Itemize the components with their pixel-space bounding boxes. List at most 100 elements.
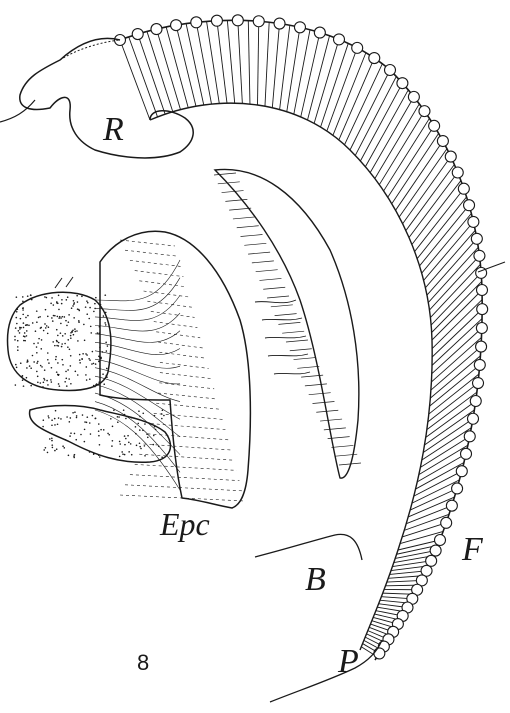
retina-rod xyxy=(427,392,477,430)
middle-striation xyxy=(316,410,338,412)
stipple-dot xyxy=(14,336,16,338)
stipple-dot xyxy=(146,433,148,435)
retina-bead xyxy=(408,91,419,102)
stipple-dot xyxy=(78,320,80,322)
stipple-dot xyxy=(144,423,146,425)
stipple-dot xyxy=(15,384,17,386)
stipple-dot xyxy=(102,373,104,375)
stipple-dot xyxy=(47,352,49,354)
stipple-dot xyxy=(94,303,96,305)
stipple-dot xyxy=(30,294,32,296)
stipple-dot xyxy=(103,383,105,385)
stipple-dot xyxy=(142,412,144,414)
stipple-dot xyxy=(142,429,144,431)
retina-bead xyxy=(294,22,305,33)
middle-striation xyxy=(267,296,289,298)
stipple-dot xyxy=(75,371,77,373)
stipple-dot xyxy=(102,351,104,353)
epc-fibre xyxy=(95,393,180,455)
stipple-dot xyxy=(70,383,72,385)
retina-bead xyxy=(477,304,488,315)
stipple-dot xyxy=(110,418,112,420)
stipple-dot xyxy=(72,330,74,332)
stipple-dot xyxy=(65,378,67,380)
retina-bead xyxy=(435,535,446,546)
stipple-dot xyxy=(92,415,94,417)
stipple-dot xyxy=(62,364,64,366)
retina-bead xyxy=(333,34,344,45)
middle-striation xyxy=(222,191,244,193)
stipple-dot xyxy=(57,362,59,364)
epc-striation xyxy=(160,362,209,368)
stipple-dot xyxy=(90,326,92,328)
stipple-dot xyxy=(88,318,90,320)
stipple-dot xyxy=(155,429,157,431)
stipple-dot xyxy=(47,452,49,454)
retina-bead xyxy=(470,395,481,406)
stipple-dot xyxy=(147,437,149,439)
stipple-dot xyxy=(43,419,45,421)
stipple-dot xyxy=(105,342,107,344)
stipple-dot xyxy=(70,417,72,419)
epc-fibre xyxy=(95,295,180,320)
retina-bead xyxy=(446,500,457,511)
retina-bead xyxy=(132,29,143,40)
stipple-dot xyxy=(73,455,75,457)
stipple-dot xyxy=(128,442,130,444)
stipple-dot xyxy=(30,385,32,387)
label-p: P xyxy=(337,643,359,680)
stipple-dot xyxy=(48,326,50,328)
stipple-dot xyxy=(118,416,120,418)
stipple-dot xyxy=(68,321,70,323)
stipple-dot xyxy=(98,423,100,425)
stipple-dot xyxy=(68,314,70,316)
stipple-dot xyxy=(88,358,90,360)
stipple-dot xyxy=(46,325,48,327)
retina-bead xyxy=(474,250,485,261)
stipple-dot xyxy=(97,332,99,334)
stipple-dot xyxy=(22,375,24,377)
stipple-dot xyxy=(138,410,140,412)
stipple-dot xyxy=(161,413,163,415)
retina-bead xyxy=(253,16,264,27)
epc-striation xyxy=(154,322,198,328)
stipple-dot xyxy=(61,303,63,305)
middle-striation xyxy=(263,287,285,289)
retina-bead xyxy=(474,359,485,370)
stipple-dot xyxy=(119,441,121,443)
stipple-dot xyxy=(74,328,76,330)
stipple-dot xyxy=(119,456,121,458)
stipple-dot xyxy=(94,308,96,310)
stipple-dot xyxy=(51,317,53,319)
stipple-dot xyxy=(43,449,45,451)
retina-rod xyxy=(287,27,300,111)
stipple-dot xyxy=(93,363,95,365)
epc-striation xyxy=(156,403,220,409)
retina-bead xyxy=(397,78,408,89)
stipple-dot xyxy=(68,455,70,457)
retina-rod xyxy=(176,25,196,106)
stipple-dot xyxy=(36,321,38,323)
stipple-dot xyxy=(77,374,79,376)
stipple-dot xyxy=(58,417,60,419)
stipple-dot xyxy=(122,453,124,455)
epc-striation xyxy=(144,444,231,450)
stipple-dot xyxy=(46,380,48,382)
stipple-dot xyxy=(69,435,71,437)
retina-bead xyxy=(419,106,430,117)
retina-rod xyxy=(265,22,269,106)
retina-rod xyxy=(166,27,188,108)
retina-rod xyxy=(365,90,408,167)
retina-bead xyxy=(473,378,484,389)
stipple-dot xyxy=(23,327,25,329)
stipple-dot xyxy=(57,423,59,425)
middle-striation xyxy=(335,454,357,456)
stipple-dot xyxy=(86,379,88,381)
stipple-dot xyxy=(71,307,73,309)
middle-striation xyxy=(275,314,297,316)
stipple-dot xyxy=(36,352,38,354)
retina-bead xyxy=(151,24,162,35)
stipple-dot xyxy=(49,438,51,440)
stipple-dot xyxy=(83,324,85,326)
stipple-dot xyxy=(25,317,27,319)
